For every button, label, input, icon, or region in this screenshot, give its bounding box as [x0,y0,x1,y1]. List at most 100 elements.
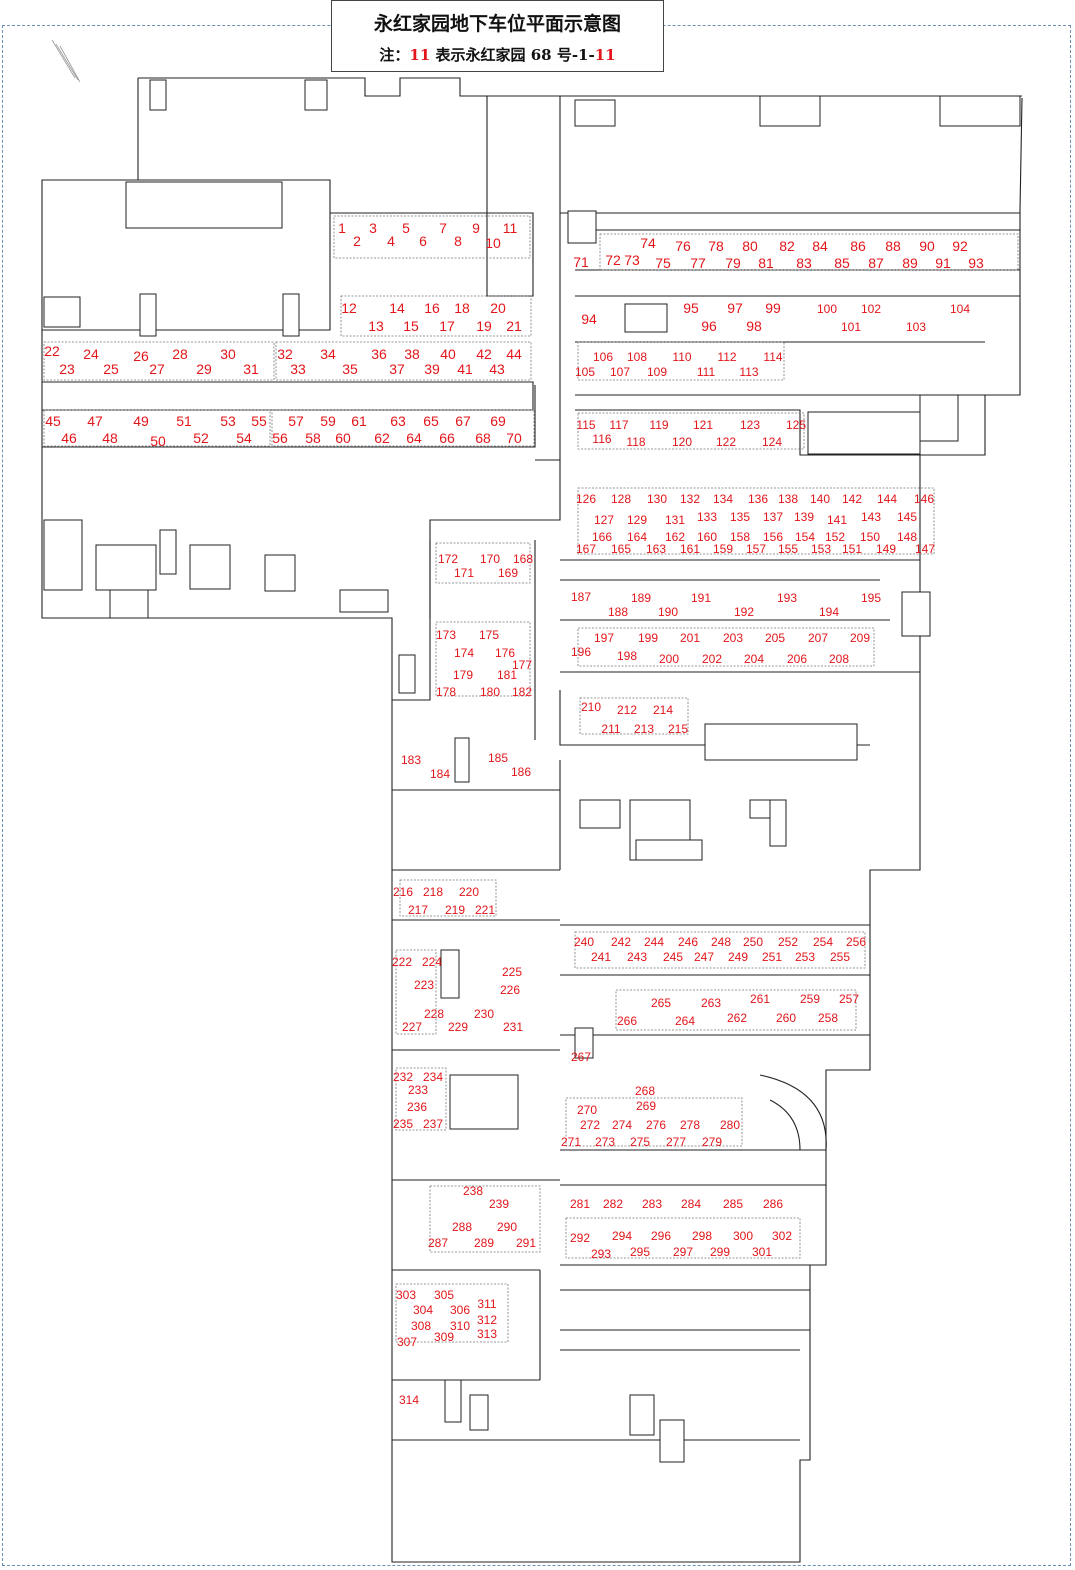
space-label-62: 62 [374,430,390,446]
space-label-313: 313 [477,1327,497,1341]
space-label-278: 278 [680,1118,700,1132]
space-label-42: 42 [476,346,492,362]
space-label-308: 308 [411,1319,431,1333]
space-label-55: 55 [251,413,267,429]
space-label-75: 75 [655,255,671,271]
space-label-265: 265 [651,996,671,1010]
space-label-209: 209 [850,631,870,645]
walls [41,77,1023,1563]
space-label-309: 309 [434,1330,454,1344]
space-label-6: 6 [419,233,427,249]
space-label-64: 64 [406,430,422,446]
space-label-262: 262 [727,1011,747,1025]
space-label-270: 270 [577,1103,597,1117]
space-label-159: 159 [713,542,733,556]
space-label-72: 72 [605,252,621,268]
map-note: 注：11 表示永红家园 68 号-1-11 [332,44,663,65]
space-label-242: 242 [611,935,631,949]
space-label-185: 185 [488,751,508,765]
space-label-4: 4 [387,233,395,249]
space-label-100: 100 [817,302,837,316]
space-label-304: 304 [413,1303,433,1317]
space-label-235: 235 [393,1117,413,1131]
space-label-310: 310 [450,1319,470,1333]
space-label-52: 52 [193,430,209,446]
space-label-37: 37 [389,361,405,377]
space-label-300: 300 [733,1229,753,1243]
space-label-35: 35 [342,361,358,377]
space-label-106: 106 [593,350,613,364]
space-label-137: 137 [763,510,783,524]
space-label-297: 297 [673,1245,693,1259]
space-label-214: 214 [653,703,673,717]
space-label-314: 314 [399,1393,419,1407]
space-label-120: 120 [672,435,692,449]
space-label-115: 115 [576,418,595,432]
space-label-23: 23 [59,361,75,377]
space-label-301: 301 [752,1245,772,1259]
space-label-138: 138 [778,492,798,506]
space-label-147: 147 [915,542,935,556]
space-label-192: 192 [734,605,754,619]
space-label-38: 38 [404,346,420,362]
space-label-151: 151 [842,542,862,556]
space-label-77: 77 [690,255,706,271]
space-label-161: 161 [680,542,700,556]
space-label-119: 119 [649,418,668,432]
note-highlight-number: 11 [409,46,431,64]
space-label-168: 168 [513,552,533,566]
space-label-240: 240 [574,935,594,949]
space-label-78: 78 [708,238,724,254]
space-label-136: 136 [748,492,768,506]
space-label-162: 162 [665,530,685,544]
space-label-113: 113 [739,365,758,379]
space-label-83: 83 [796,255,812,271]
space-label-231: 231 [503,1020,523,1034]
space-label-63: 63 [390,413,406,429]
space-label-253: 253 [795,950,815,964]
space-label-294: 294 [612,1229,632,1243]
space-label-195: 195 [861,591,881,605]
space-label-290: 290 [497,1220,517,1234]
space-label-288: 288 [452,1220,472,1234]
space-label-163: 163 [646,542,666,556]
space-label-269: 269 [636,1099,656,1113]
space-label-286: 286 [763,1197,783,1211]
space-label-223: 223 [414,978,434,992]
space-label-228: 228 [424,1007,444,1021]
space-label-249: 249 [728,950,748,964]
space-label-14: 14 [389,300,405,316]
space-label-152: 152 [825,530,845,544]
space-label-139: 139 [794,510,814,524]
space-label-216: 216 [393,885,413,899]
space-label-15: 15 [403,318,419,334]
space-label-12: 12 [341,300,357,316]
space-label-5: 5 [402,220,410,236]
space-label-298: 298 [692,1229,712,1243]
space-label-258: 258 [818,1011,838,1025]
space-label-32: 32 [277,346,293,362]
space-label-225: 225 [502,965,522,979]
space-label-58: 58 [305,430,321,446]
space-label-118: 118 [626,435,645,449]
space-label-82: 82 [779,238,795,254]
space-label-66: 66 [439,430,455,446]
space-label-184: 184 [430,767,450,781]
space-label-230: 230 [474,1007,494,1021]
space-label-164: 164 [627,530,647,544]
space-label-50: 50 [150,433,166,449]
space-label-148: 148 [897,530,917,544]
space-label-73: 73 [624,252,640,268]
space-label-289: 289 [474,1236,494,1250]
space-label-273: 273 [595,1135,615,1149]
space-label-112: 112 [717,350,736,364]
space-label-84: 84 [812,238,828,254]
space-label-311: 311 [477,1297,496,1311]
space-label-220: 220 [459,885,479,899]
space-label-48: 48 [102,430,118,446]
space-label-191: 191 [691,591,711,605]
space-label-69: 69 [490,413,506,429]
space-label-142: 142 [842,492,862,506]
space-label-68: 68 [475,430,491,446]
space-label-74: 74 [640,235,656,251]
